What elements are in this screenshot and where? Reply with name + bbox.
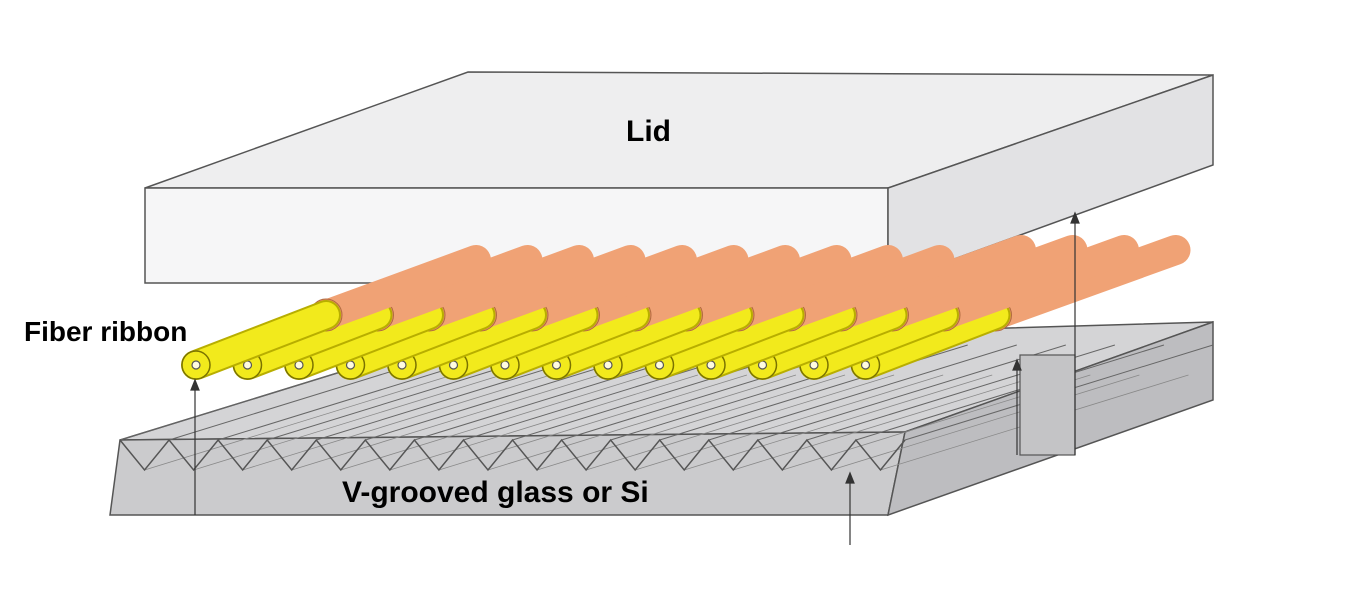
- fiber-body: [698, 302, 854, 378]
- groove-valley-line: [340, 374, 649, 471]
- fiber-coating: [826, 235, 1036, 330]
- fiber-core-dot: [191, 360, 201, 370]
- fiber-body: [440, 302, 597, 378]
- fiber-coating: [465, 245, 646, 330]
- fiber-body: [183, 302, 339, 378]
- fiber-coating: [723, 245, 903, 330]
- fiber-coating: [980, 235, 1191, 330]
- fiber-coating: [414, 245, 594, 330]
- groove-valley-line: [487, 374, 797, 471]
- fiber-body: [595, 302, 751, 378]
- fiber-body: [543, 302, 700, 378]
- leader-lines: [190, 211, 1080, 545]
- arrowhead-left: [190, 378, 200, 391]
- fiber-body: [646, 302, 803, 378]
- fiber-coating: [877, 235, 1088, 330]
- groove-line: [708, 344, 1017, 441]
- groove-valley-line: [144, 374, 453, 471]
- fiber-coating: [620, 245, 800, 330]
- groove-valley-line: [389, 374, 698, 471]
- fiber-coating: [568, 245, 749, 330]
- groove-valley-line: [733, 374, 1042, 471]
- lid-label: Lid: [626, 115, 671, 148]
- groove-valley-line: [193, 374, 502, 471]
- groove-valley-line: [585, 374, 895, 471]
- groove-line: [855, 344, 1165, 441]
- groove-valley-line: [684, 374, 993, 471]
- substrate-side-notch: [1019, 354, 1076, 456]
- fiber-body: [234, 302, 391, 378]
- arrowhead-right-b: [1012, 358, 1022, 371]
- fiber-coating: [362, 245, 543, 330]
- fiber-ribbon: [181, 235, 1191, 380]
- v-groove-profile: [119, 438, 906, 472]
- fiber-coating: [774, 245, 955, 330]
- fiber-body: [492, 302, 648, 378]
- fiber-ribbon-label: Fiber ribbon: [24, 316, 188, 347]
- groove-valley-line: [438, 374, 748, 471]
- fiber-coating: [517, 245, 697, 330]
- fiber-coating: [671, 245, 852, 330]
- fiber-coating: [311, 245, 491, 330]
- arrowhead-mid: [845, 471, 855, 484]
- fiber-body: [389, 302, 545, 378]
- fiber-coating: [929, 235, 1139, 330]
- fiber-body: [749, 302, 906, 378]
- arrowhead-right-a: [1070, 211, 1080, 224]
- groove-valley-line: [242, 374, 551, 471]
- groove-valley-line: [291, 374, 600, 471]
- v-grooved-label: V-grooved glass or Si: [342, 476, 649, 509]
- fiber-body: [801, 302, 957, 378]
- fiber-body: [852, 302, 1009, 378]
- groove-valley-line: [536, 374, 846, 471]
- groove-valley-line: [635, 374, 944, 471]
- groove-valley-line: [831, 374, 1140, 471]
- groove-line: [757, 344, 1066, 441]
- fiber-body: [286, 302, 442, 378]
- fiber-body: [337, 302, 494, 378]
